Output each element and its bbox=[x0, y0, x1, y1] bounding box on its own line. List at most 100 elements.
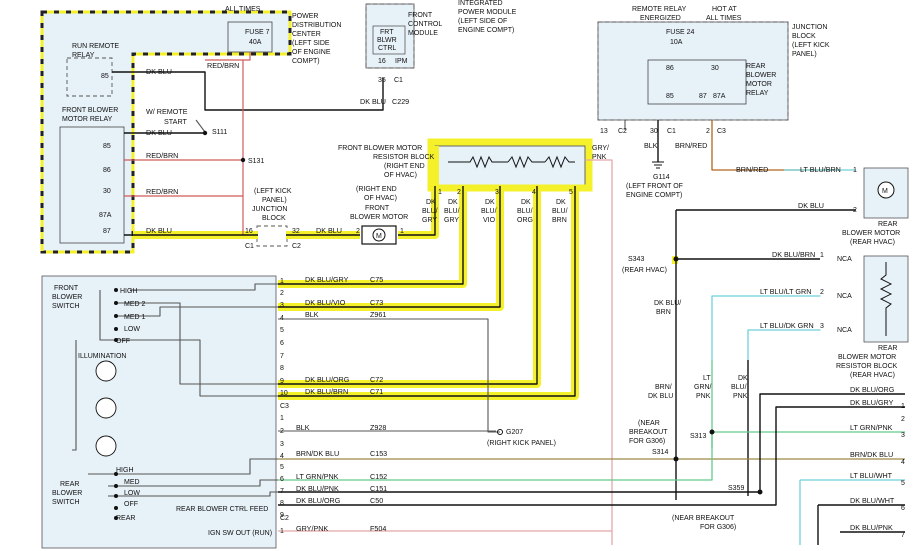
bot-wire-2: BLK bbox=[296, 423, 310, 432]
jbr-col2-1: ALL TIMES bbox=[706, 15, 742, 22]
fcm-pin: 16 bbox=[378, 58, 386, 65]
right-row-pin-4: 4 bbox=[901, 459, 905, 466]
rw2-0: DK bbox=[485, 199, 495, 206]
rw1-2: GRY bbox=[444, 217, 459, 224]
jbr-pin-86: 86 bbox=[666, 65, 674, 72]
top-pin-8: 8 bbox=[280, 365, 284, 372]
front-motor-m: M bbox=[376, 233, 382, 240]
fcm-pin2: 35 bbox=[378, 77, 386, 84]
right-row-wire-4: BRN/DK BLU bbox=[850, 450, 893, 459]
vw1-2: PNK bbox=[696, 393, 711, 400]
resistor-pin-4: 4 bbox=[532, 189, 536, 196]
bot-circuit-6: C152 bbox=[370, 472, 387, 481]
rear-blower-motor-symbol bbox=[877, 181, 895, 199]
gry-pnk-1: PNK bbox=[592, 154, 607, 161]
front-motor-pin-2: 2 bbox=[356, 228, 360, 235]
vw2-0: DK bbox=[738, 375, 748, 382]
bot-pin-2: 2 bbox=[280, 428, 284, 435]
top-circuit-1: C75 bbox=[370, 275, 383, 284]
vw1-1: GRN/ bbox=[694, 384, 712, 391]
bot-wire-8: DK BLU/ORG bbox=[296, 496, 341, 505]
fcm-ipm-0: INTEGRATED bbox=[458, 0, 503, 7]
right-row-wire-6: DK BLU/WHT bbox=[850, 496, 895, 505]
label-lt-blu-brn-1: LT BLU/BRN bbox=[800, 165, 841, 174]
rw0-0: DK bbox=[426, 199, 436, 206]
s343-0: S343 bbox=[628, 256, 644, 263]
pdc-desc-5: COMPT) bbox=[292, 58, 320, 65]
jbr-c-pin-0: 13 bbox=[600, 128, 608, 135]
rear-pos-med: MED bbox=[124, 479, 140, 486]
front-relay-0: FRONT BLOWER bbox=[62, 107, 118, 114]
jbr-c-conn-1: C1 bbox=[667, 128, 676, 135]
top-circuit-4: Z961 bbox=[370, 310, 386, 319]
top-pin-4: 4 bbox=[280, 315, 284, 322]
relay-pin-30: 30 bbox=[103, 188, 111, 195]
jbr-title-0: JUNCTION bbox=[792, 24, 827, 31]
top-pin-3: 3 bbox=[280, 302, 284, 309]
wires bbox=[72, 52, 905, 545]
fcm-conn: C1 bbox=[394, 77, 403, 84]
g114-2: ENGINE COMPT) bbox=[626, 192, 682, 199]
resistor-pin-2: 2 bbox=[457, 189, 461, 196]
label-red-brn-2: RED/BRN bbox=[146, 151, 178, 160]
jbr-pin-85: 85 bbox=[666, 93, 674, 100]
switch-contacts bbox=[114, 288, 118, 520]
fcm-inner-box bbox=[372, 25, 406, 55]
front-switch-2: SWITCH bbox=[52, 303, 80, 310]
jbr-title-3: PANEL) bbox=[792, 51, 817, 58]
rw2-1: BLU/ bbox=[481, 208, 497, 215]
front-resistor-box bbox=[434, 145, 586, 187]
label-dk-blu-brn-1: DK BLU/BRN bbox=[772, 250, 815, 259]
fcm-title-2: MODULE bbox=[408, 30, 438, 37]
fcm-wire: DK BLU bbox=[360, 97, 386, 106]
rear-resistor-0: REAR bbox=[878, 345, 897, 352]
run-remote-relay-box bbox=[66, 57, 113, 97]
bot-pin-5: 5 bbox=[280, 464, 284, 471]
jbr-c-conn-2: C3 bbox=[717, 128, 726, 135]
top-pin-7: 7 bbox=[280, 353, 284, 360]
pdc-desc-0: POWER bbox=[292, 13, 318, 20]
front-motor-pin-1: 1 bbox=[400, 228, 404, 235]
relay-pin-87a: 87A bbox=[99, 212, 112, 219]
resistor-pin-3: 3 bbox=[495, 189, 499, 196]
rear-pos-high: HIGH bbox=[116, 467, 134, 474]
front-motor-2: FRONT bbox=[365, 205, 390, 212]
g207-0: G207 bbox=[506, 429, 523, 436]
rw0-1: BLU/ bbox=[422, 208, 438, 215]
dk-blu-brn-col-0: DK BLU/ bbox=[654, 300, 681, 307]
jbr-relay-1: BLOWER bbox=[746, 72, 776, 79]
resistor-pin-1: 1 bbox=[438, 189, 442, 196]
front-resistor-1: RESISTOR BLOCK bbox=[373, 154, 435, 161]
near-breakout2-1: FOR G306) bbox=[700, 524, 736, 531]
jb-left-2: JUNCTION bbox=[252, 206, 287, 213]
rear-switch-1: BLOWER bbox=[52, 490, 82, 497]
fcm-ipm-2: (LEFT SIDE OF bbox=[458, 18, 507, 25]
front-relay-1: MOTOR RELAY bbox=[62, 116, 113, 123]
near-breakout-1: BREAKOUT bbox=[629, 429, 668, 436]
bot-pin-4: 4 bbox=[280, 453, 284, 460]
top-wire-9: DK BLU/ORG bbox=[305, 375, 350, 384]
ign-sw-out: IGN SW OUT (RUN) bbox=[208, 530, 272, 537]
nca-1: NCA bbox=[837, 256, 852, 263]
label-dk-blu-3: DK BLU bbox=[146, 226, 172, 235]
pdc-desc-3: (LEFT SIDE bbox=[292, 40, 330, 47]
rw4-0: DK bbox=[556, 199, 566, 206]
front-motor-3: BLOWER MOTOR bbox=[350, 214, 408, 221]
g114-0: G114 bbox=[653, 174, 670, 181]
s343-1: (REAR HVAC) bbox=[622, 267, 667, 274]
junction-block-right bbox=[597, 21, 789, 121]
top-pin-9: 9 bbox=[280, 378, 284, 385]
w-remote-start-0: W/ REMOTE bbox=[146, 107, 188, 116]
jbr-col2-0: HOT AT bbox=[712, 6, 737, 13]
top-circuit-9: C72 bbox=[370, 375, 383, 384]
near-breakout-2: FOR G306) bbox=[629, 438, 665, 445]
rw0-2: GRY bbox=[422, 217, 437, 224]
jb-left-0: (LEFT KICK bbox=[254, 188, 292, 195]
rear-resistor-element bbox=[879, 262, 893, 336]
label-red-brn-1: RED/BRN bbox=[207, 61, 239, 70]
junction-block-right-border bbox=[597, 21, 789, 121]
rear-motor-pin-1: 1 bbox=[853, 167, 857, 174]
jbr-pin-87a: 87A bbox=[713, 93, 726, 100]
front-pos-low: LOW bbox=[124, 326, 140, 333]
bot-pin-8: 8 bbox=[280, 500, 284, 507]
